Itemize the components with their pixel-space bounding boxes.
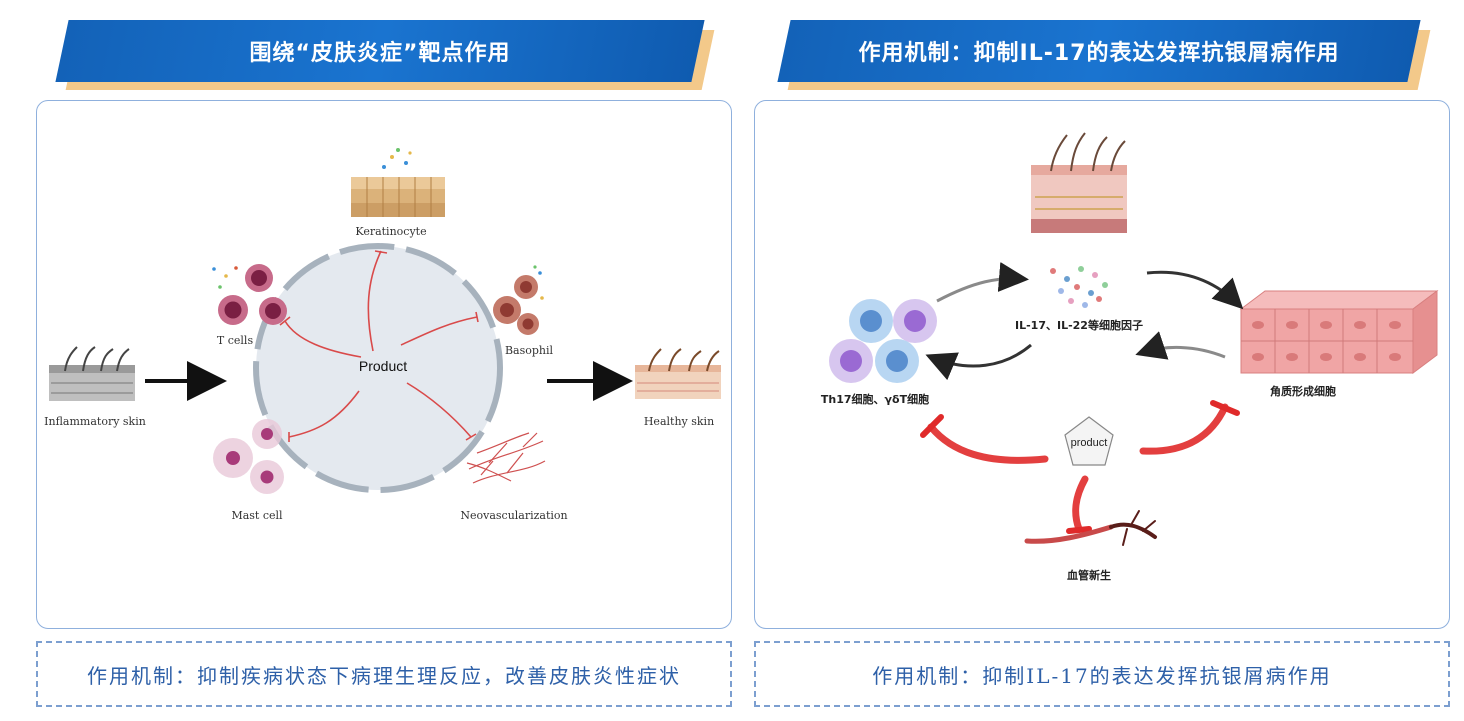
label-neovascularization: Neovascularization [460, 509, 567, 522]
label-keratinocyte-cn: 角质形成细胞 [1270, 384, 1336, 398]
label-basophil: Basophil [505, 344, 554, 357]
th17-cells-icon [829, 299, 937, 383]
label-product: product [1071, 437, 1108, 449]
label-cytokines: IL-17、IL-22等细胞因子 [1015, 318, 1143, 332]
left-diagram: Keratinocyte T cells Basophil Mast cell [44, 148, 721, 522]
right-caption: 作用机制：抑制IL-17的表达发挥抗银屑病作用 [754, 641, 1450, 707]
right-banner-title: 作用机制：抑制IL-17的表达发挥抗银屑病作用 [858, 41, 1340, 66]
neovascularization-icon [466, 432, 546, 484]
label-healthy-skin: Healthy skin [644, 415, 714, 428]
product-circle [253, 243, 503, 493]
left-caption: 作用机制：抑制疾病状态下病理生理反应，改善皮肤炎性症状 [36, 641, 732, 707]
product-pentagon [1064, 416, 1114, 466]
left-banner: 围绕“皮肤炎症”靶点作用 [55, 20, 715, 90]
right-diagram: IL-17、IL-22等细胞因子 Th17细胞、γδT细胞 [821, 132, 1439, 582]
inhibition-arcs [920, 400, 1240, 534]
inhibition-curves [279, 250, 479, 442]
cytokine-dots-icon [1050, 266, 1108, 308]
keratinocyte-icon [351, 148, 445, 217]
left-banner-title: 围绕“皮肤炎症”靶点作用 [249, 41, 511, 66]
blood-vessel-icon [1024, 510, 1157, 546]
left-diagram-panel: Keratinocyte T cells Basophil Mast cell [36, 100, 732, 629]
keratinocyte-cells-icon [1239, 290, 1439, 374]
healthy-skin-icon [635, 348, 721, 399]
label-keratinocyte: Keratinocyte [355, 225, 426, 238]
right-banner: 作用机制：抑制IL-17的表达发挥抗银屑病作用 [777, 20, 1431, 90]
flow-arrows [925, 262, 1244, 381]
skin-block-icon [1031, 132, 1127, 233]
label-angiogenesis: 血管新生 [1067, 568, 1111, 582]
inflammatory-skin-icon [49, 346, 135, 401]
label-mast-cell: Mast cell [231, 509, 283, 522]
mast-cell-icon [213, 419, 284, 494]
label-inflammatory-skin: Inflammatory skin [44, 415, 146, 428]
basophil-icon [493, 265, 544, 335]
label-t-cells: T cells [217, 334, 254, 347]
label-th17: Th17细胞、γδT细胞 [821, 392, 929, 406]
t-cells-icon [212, 264, 287, 325]
right-diagram-panel: IL-17、IL-22等细胞因子 Th17细胞、γδT细胞 [754, 100, 1450, 629]
center-product-label: Product [359, 358, 407, 374]
